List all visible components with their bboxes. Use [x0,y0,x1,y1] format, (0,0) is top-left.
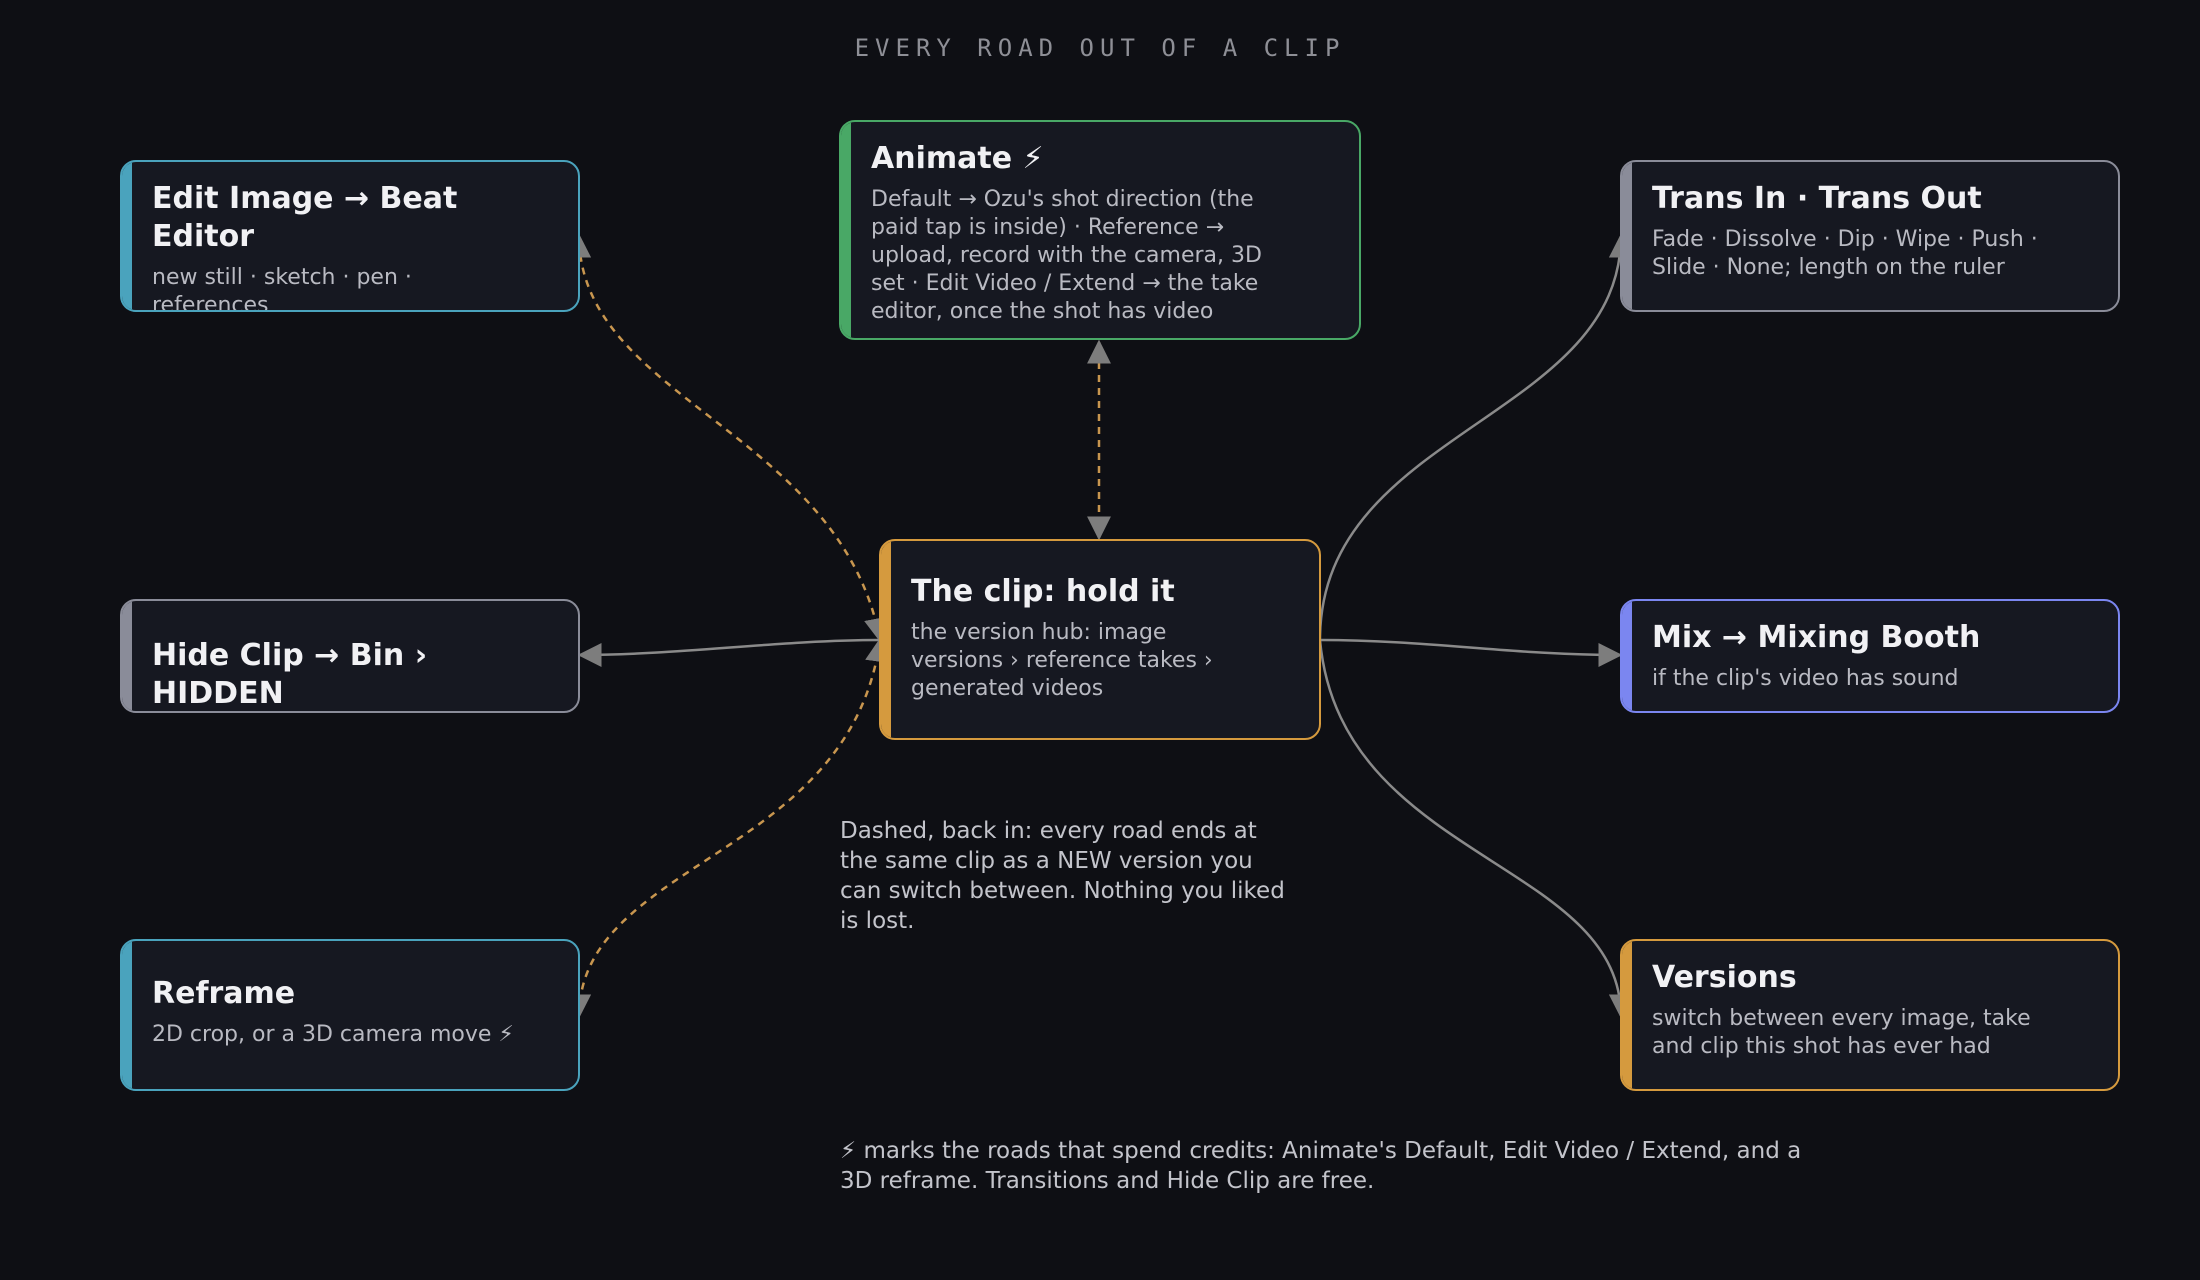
node-title: Versions [1652,960,1797,995]
node-subtitle: 2D crop, or a 3D camera move ⚡ [152,1022,514,1047]
node-reframe[interactable]: Reframe 2D crop, or a 3D camera move ⚡ [120,939,580,1091]
edge-hub-versions [1318,639,1633,1019]
node-accent-bar [841,122,851,338]
credits-note: ⚡ marks the roads that spend credits: An… [840,1138,1802,1194]
node-accent-bar [122,162,132,310]
node-accent-bar [122,601,132,711]
node-title: Mix → Mixing Booth [1652,620,1981,655]
node-subtitle: Default → Ozu's shot direction (the paid… [871,187,1262,324]
node-title: Animate ⚡ [871,141,1044,176]
node-subtitle: Fade · Dissolve · Dip · Wipe · Push · Sl… [1652,227,2038,280]
node-mix[interactable]: Mix → Mixing Booth if the clip's video h… [1620,599,2120,713]
node-accent-bar [881,541,891,738]
node-trans[interactable]: Trans In · Trans Out Fade · Dissolve · D… [1620,160,2120,312]
node-versions[interactable]: Versions switch between every image, tak… [1620,939,2120,1091]
node-subtitle: if the clip's video has sound [1652,666,1959,691]
node-title: Reframe [152,976,296,1011]
dashed-legend-note: Dashed, back in: every road ends at the … [840,818,1285,934]
node-title: The clip: hold it [911,574,1175,609]
edge-hub-reframe [567,637,889,1019]
edge-hub-trans [1318,233,1633,641]
node-title: Trans In · Trans Out [1652,181,1982,216]
node-subtitle: the version hub: image versions › refere… [911,620,1213,701]
node-accent-bar [1622,601,1632,711]
diagram-title: EVERY ROAD OUT OF A CLIP [854,34,1346,62]
node-title: Hide Clip → Bin › HIDDEN [152,638,428,711]
node-hub[interactable]: The clip: hold it the version hub: image… [879,539,1321,740]
node-title: Edit Image → Beat Editor [152,181,458,254]
node-animate[interactable]: Animate ⚡ Default → Ozu's shot direction… [839,120,1361,340]
node-accent-bar [1622,941,1632,1089]
node-subtitle: switch between every image, take and cli… [1652,1006,2031,1059]
node-subtitle: new still · sketch · pen · references [152,265,412,312]
node-accent-bar [122,941,132,1089]
node-edit-image[interactable]: Edit Image → Beat Editor new still · ske… [120,160,580,312]
node-accent-bar [1622,162,1632,310]
node-hide[interactable]: Hide Clip → Bin › HIDDEN [120,599,580,713]
edge-hub-hide [577,638,881,667]
edge-hub-edit-image [567,233,888,643]
edge-hub-mix [1319,638,1623,667]
